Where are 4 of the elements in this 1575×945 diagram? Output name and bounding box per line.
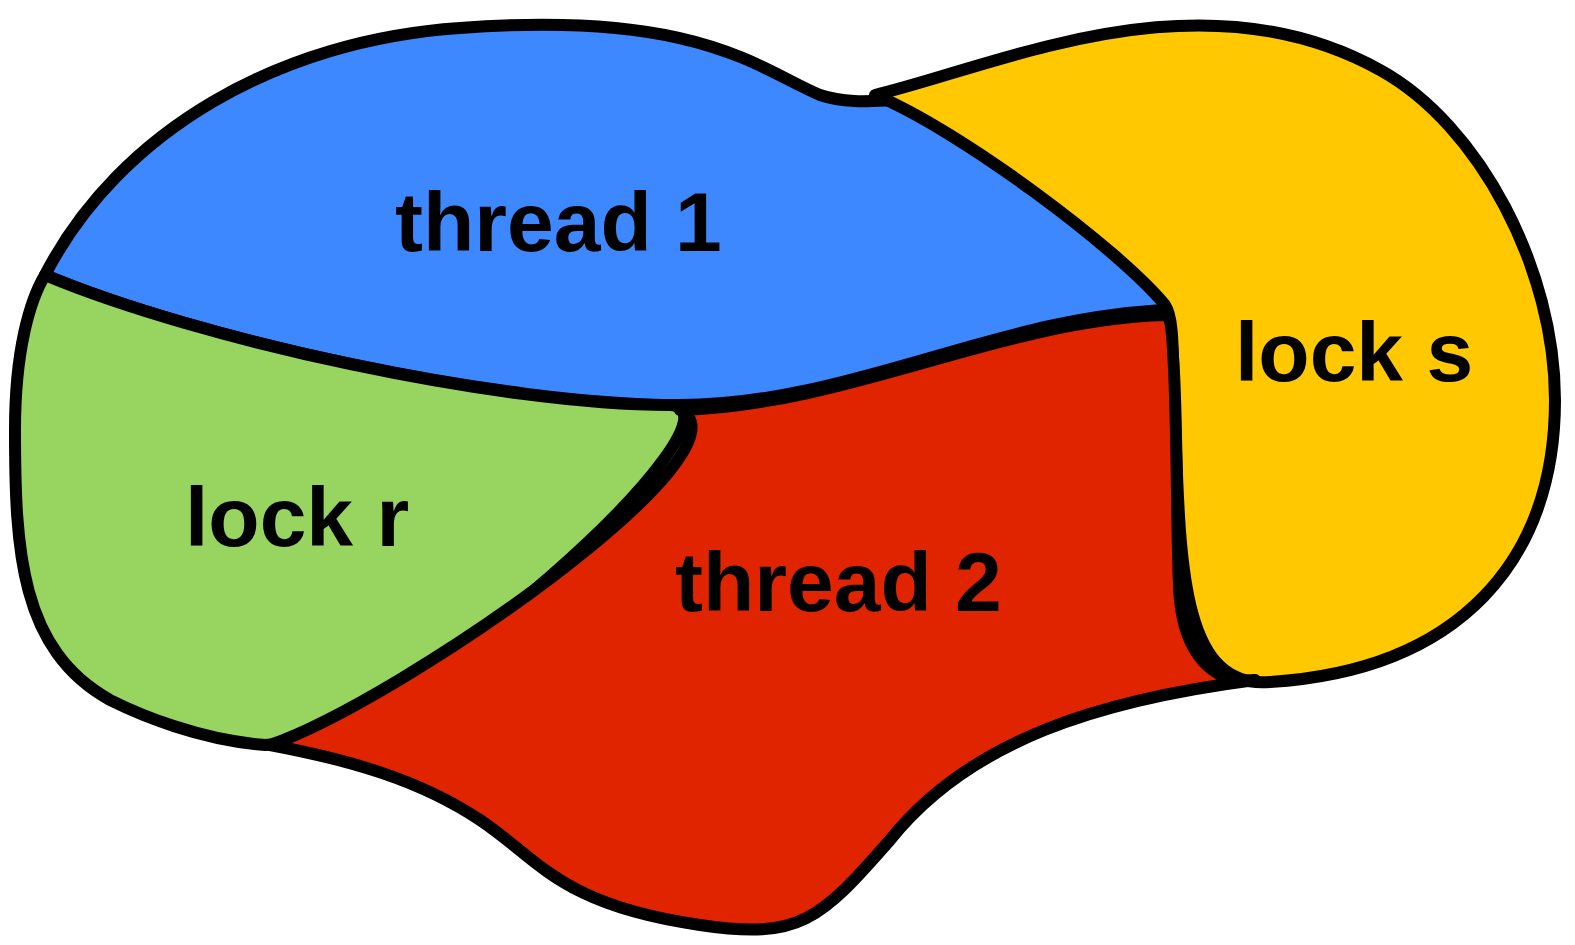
region-label: thread 1	[395, 180, 722, 264]
region-label: lock r	[185, 475, 410, 559]
region-label: thread 2	[675, 540, 1002, 624]
region-label: lock s	[1235, 310, 1474, 394]
